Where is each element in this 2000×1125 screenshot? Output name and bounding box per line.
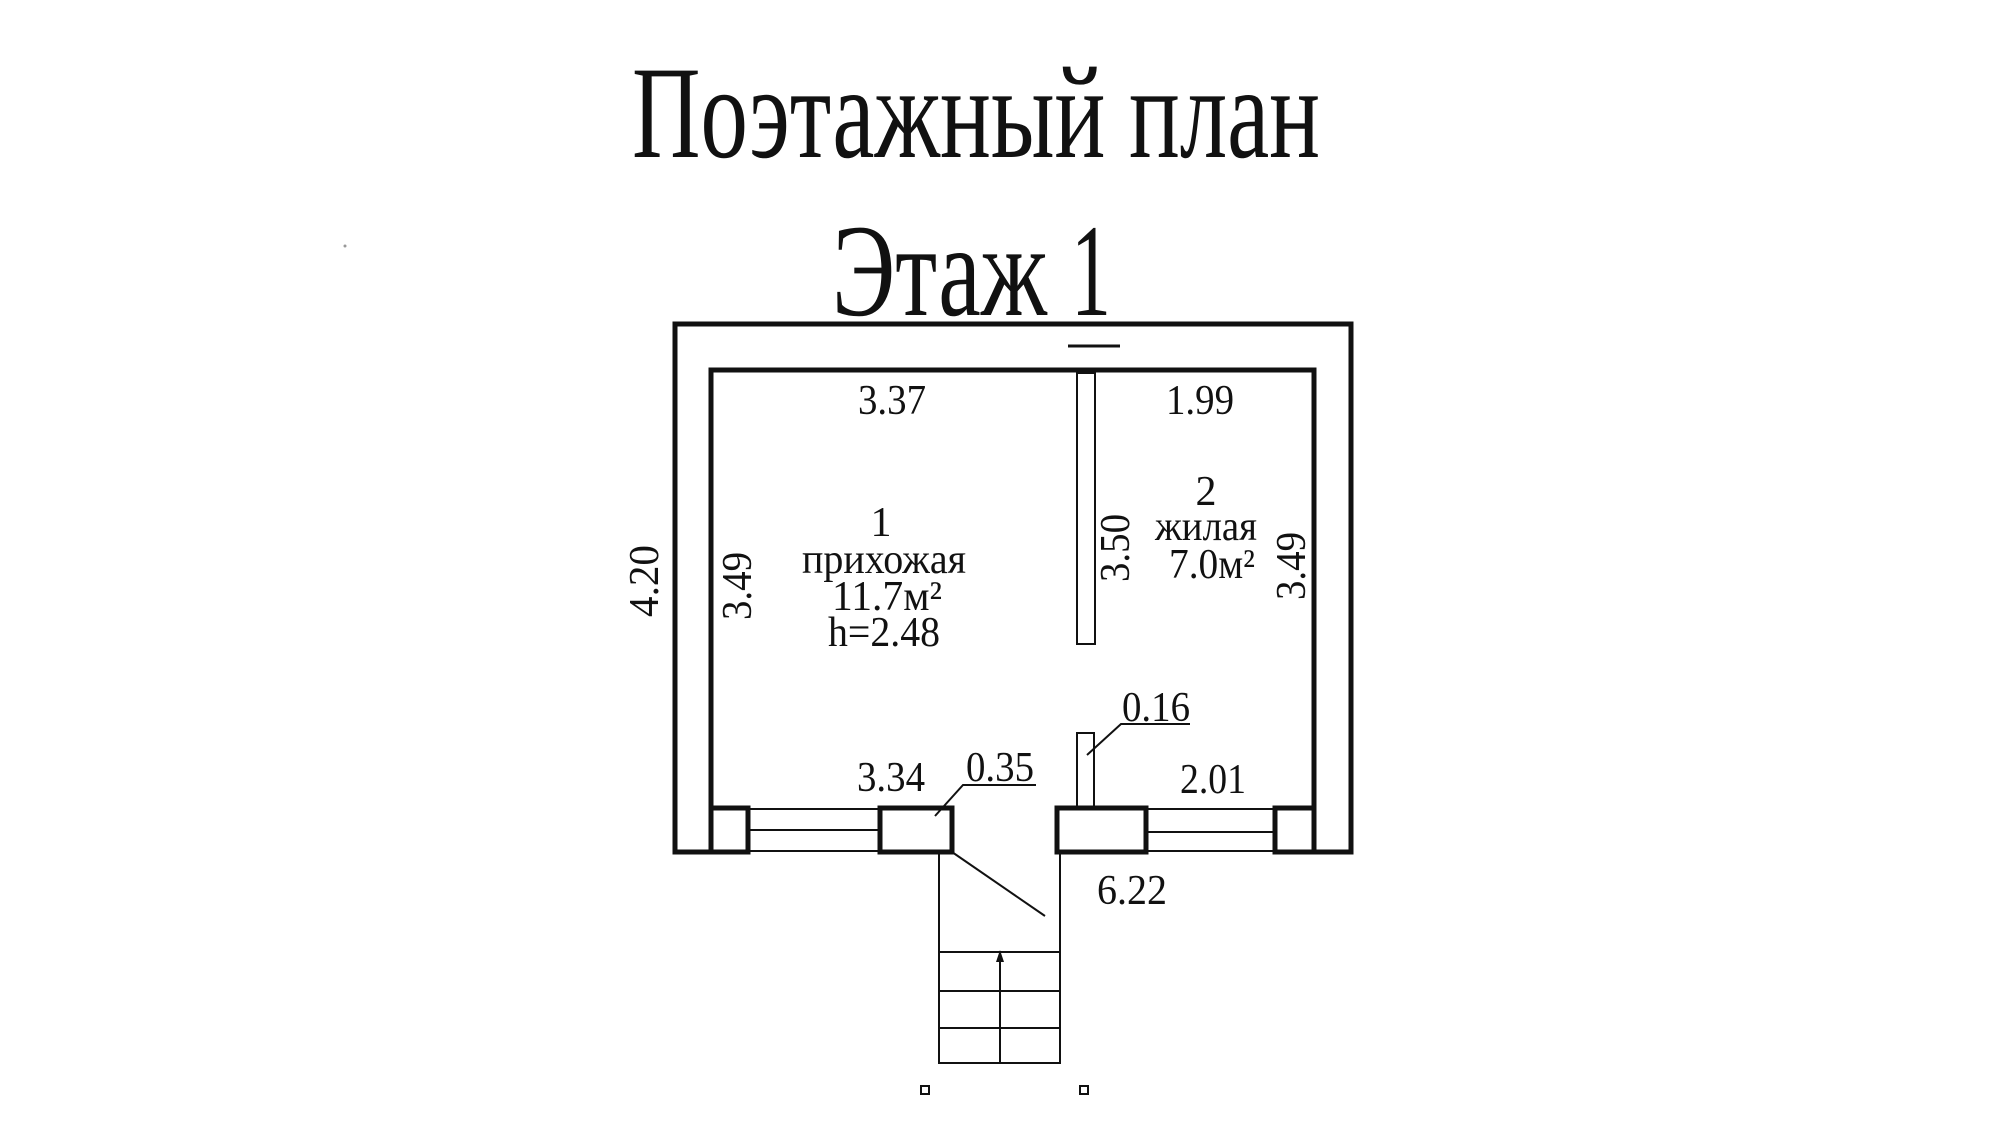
room-area: 11.7м² [832,574,942,620]
room-ceiling-height: h=2.48 [828,610,940,656]
room-2-label: 2 жилая 7.0м² [1154,469,1257,588]
leader-wall-thickness [934,784,1036,817]
room-name: жилая [1154,504,1257,550]
room-name: прихожая [802,537,966,583]
dim-room2-top: 1.99 [1166,378,1234,424]
window-right [1146,808,1275,852]
room-number: 2 [1196,469,1217,515]
walls [672,321,1354,855]
wall-corner-left [708,805,751,855]
room-number: 1 [871,500,892,546]
dim-partition-thickness: 0.16 [1122,685,1190,731]
floor-label: Этаж [832,197,1048,344]
scan-dot [343,244,347,248]
marker-square [1079,1085,1089,1095]
plan-title: Поэтажный план [632,39,1320,186]
door-jamb-right [1054,805,1149,855]
room-area: 7.0м² [1169,542,1255,588]
wall-corner-right [1272,805,1317,855]
floor-number: 1 [1071,197,1111,344]
marker-square [920,1085,930,1095]
entrance-stairs [938,852,1061,1064]
dim-wall-thickness: 0.35 [966,745,1034,791]
door-swing-line [951,851,1046,917]
partition-wall [1076,372,1096,645]
dim-room1-top: 3.37 [858,378,926,424]
dim-room1-left: 3.49 [715,552,761,620]
leader-partition-thickness [1086,723,1190,756]
door-jamb-left [877,805,955,855]
dim-room2-bottom: 2.01 [1180,757,1246,803]
dim-overall-width: 6.22 [1097,868,1167,914]
dim-room2-right: 3.49 [1269,532,1315,600]
dim-partition: 3.50 [1093,514,1139,582]
room-1-label: 1 прихожая 11.7м² h=2.48 [802,500,966,656]
dim-overall-height: 4.20 [622,545,668,617]
stair-arrow-icon [996,950,1004,962]
window-left [748,808,880,852]
dim-room1-bottom: 3.34 [857,755,925,801]
partition-post [1076,732,1095,809]
